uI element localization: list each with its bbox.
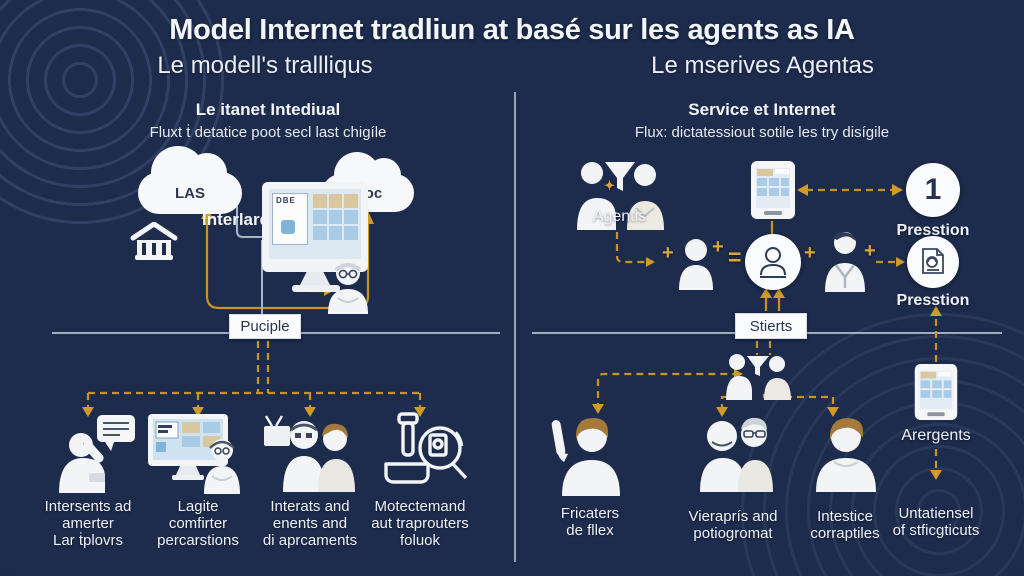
- avatar-circle-icon: [745, 234, 801, 290]
- badge-one: 1: [906, 163, 960, 217]
- tablet-icon: [751, 161, 795, 219]
- document-circle: [907, 236, 959, 288]
- presstion-bottom-label: Presstion: [896, 292, 970, 309]
- left-subtitle: Le modell's trallliqus: [157, 52, 373, 79]
- left-panel-subheading: Fluxt ṫ detatice poot secl last chigíle: [149, 124, 387, 141]
- raised-hand-user-icon: [551, 418, 620, 496]
- cloud-las-label: LAS: [175, 184, 205, 202]
- stierts-box: Stierts: [735, 313, 807, 339]
- plus-sign: +: [712, 236, 724, 258]
- browser-screen: DBE: [269, 189, 361, 259]
- content-grid: [313, 194, 358, 244]
- tablet-icon: [914, 364, 958, 420]
- stierts-label: Stierts: [749, 317, 793, 335]
- group-users-icon: [264, 415, 355, 492]
- funnel-pair-icon: [726, 354, 791, 400]
- mini-window-text: DBE: [276, 196, 296, 205]
- puciple-label: Puciple: [240, 318, 290, 335]
- app-tile-icon: [281, 220, 295, 234]
- bank-building-icon: [130, 222, 178, 260]
- plus-sign: +: [662, 242, 674, 264]
- interlard-label: Interlard: [202, 210, 271, 229]
- left-item-4-label: Motectemand aut traprouters foluok: [371, 498, 469, 549]
- agentis-label: Agentis: [592, 208, 647, 225]
- user-plain-icon: [679, 239, 713, 290]
- right-panel-subheading: Flux: dictatessiout sotile les try disíg…: [634, 124, 890, 141]
- gavel-search-icon: [384, 412, 468, 484]
- cloud-las-icon: LAS: [138, 146, 242, 214]
- arergents-label: Arergents: [901, 427, 971, 444]
- user-brown-hair-icon: [816, 418, 876, 492]
- puciple-box: Puciple: [229, 314, 301, 339]
- sparkle-icon: ✦: [604, 178, 615, 193]
- vr-users-icon: [700, 417, 773, 492]
- equals-sign: =: [728, 244, 742, 270]
- elderly-user-icon: [328, 261, 368, 314]
- panel-divider-vertical: [514, 92, 516, 562]
- support-monitor-icon: [148, 414, 240, 494]
- page-title: Model Internet tradliun at basé sur les …: [169, 14, 855, 46]
- document-icon: [922, 248, 944, 274]
- right-subtitle: Le mserives Agentas: [651, 52, 874, 79]
- plus-sign: +: [864, 240, 876, 262]
- businessman-icon: [825, 232, 865, 292]
- left-panel-heading: Le itanet Intediual: [195, 100, 341, 119]
- right-item-1-label: Fricaters de fllex: [560, 505, 620, 539]
- browser-mini-window: DBE: [272, 193, 308, 245]
- right-panel-heading: Service et Internet: [688, 100, 836, 119]
- speech-user-icon: [59, 415, 135, 493]
- plus-sign: +: [804, 242, 816, 264]
- right-item-4-label: Untatiensel of stficgticuts: [892, 505, 980, 539]
